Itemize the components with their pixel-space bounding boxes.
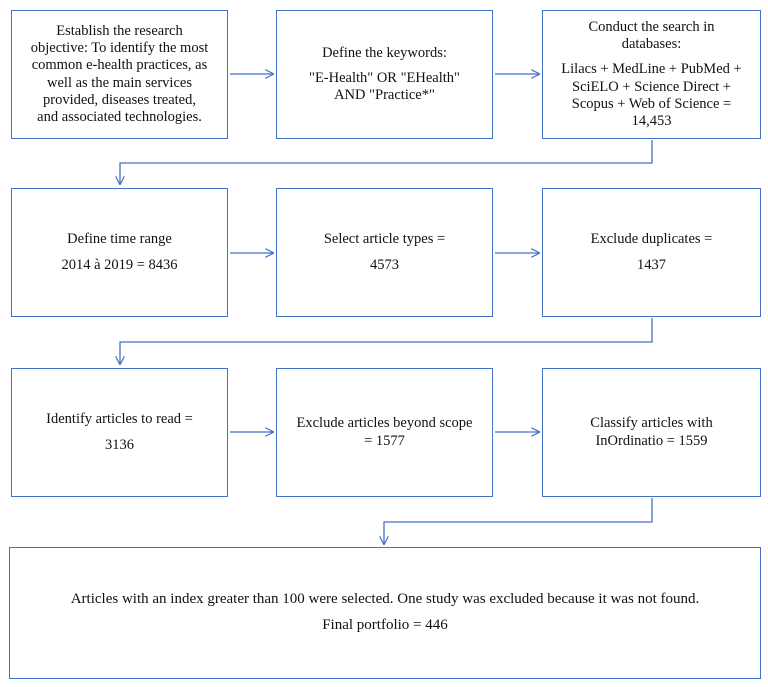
step-classify-box: Classify articles with InOrdinatio = 155…	[542, 368, 761, 497]
step-text-line: common e-health practices, as	[31, 57, 208, 74]
step-duplicates-box: Exclude duplicates = 1437	[542, 188, 761, 317]
arrow-classify-to-final	[384, 498, 653, 544]
step-text-line: Classify articles with	[590, 415, 713, 432]
step-keywords-box: Define the keywords: "E-Health" OR "EHea…	[276, 10, 493, 139]
step-text-line: and associated technologies.	[37, 108, 202, 125]
step-text-line: Articles with an index greater than 100 …	[70, 591, 700, 608]
step-text-line: Lilacs + MedLine + PubMed +	[561, 61, 742, 78]
step-text-line: Identify articles to read =	[46, 411, 193, 428]
step-text-line: Final portfolio = 446	[322, 617, 448, 633]
step-text-line: AND "Practice*"	[334, 87, 435, 104]
step-text-line: Scopus + Web of Science =	[571, 95, 732, 112]
step-text-line: SciELO + Science Direct +	[572, 78, 731, 95]
step-text-line: "E-Health" OR "EHealth"	[309, 69, 460, 86]
step-text-line: 1437	[637, 256, 666, 273]
step-text-line: = 1577	[364, 432, 405, 449]
step-text-line: 3136	[105, 436, 134, 453]
step-identify-box: Identify articles to read = 3136	[11, 368, 228, 497]
step-text-line: Exclude articles beyond scope	[296, 415, 473, 432]
arrow-search-to-time-range	[120, 140, 653, 184]
step-text-line: Define the keywords:	[322, 44, 447, 61]
step-text-line: objective: To identify the most	[30, 40, 209, 57]
step-text-line: Define time range	[67, 231, 172, 248]
final-portfolio-box: Articles with an index greater than 100 …	[9, 547, 761, 679]
step-article-types-box: Select article types = 4573	[276, 188, 493, 317]
step-time-range-box: Define time range 2014 à 2019 = 8436	[11, 188, 228, 317]
arrow-duplicates-to-identify	[120, 318, 653, 364]
step-search-box: Conduct the search in databases: Lilacs …	[542, 10, 761, 139]
step-text-line: 14,453	[631, 112, 672, 129]
step-text-line: Exclude duplicates =	[590, 231, 713, 248]
step-text-line: 4573	[370, 256, 399, 273]
step-text-line: InOrdinatio = 1559	[595, 432, 708, 449]
step-text-line: Select article types =	[323, 231, 446, 248]
step-text-line: well as the main services	[47, 74, 192, 91]
step-objective-box: Establish the research objective: To ide…	[11, 10, 228, 139]
step-text-line: Establish the research	[56, 23, 183, 40]
step-text-line: Conduct the search in	[588, 19, 715, 36]
step-text-line: databases:	[621, 36, 682, 53]
step-text-line: provided, diseases treated,	[42, 91, 196, 108]
step-text-line: 2014 à 2019 = 8436	[61, 256, 178, 273]
step-scope-box: Exclude articles beyond scope = 1577	[276, 368, 493, 497]
